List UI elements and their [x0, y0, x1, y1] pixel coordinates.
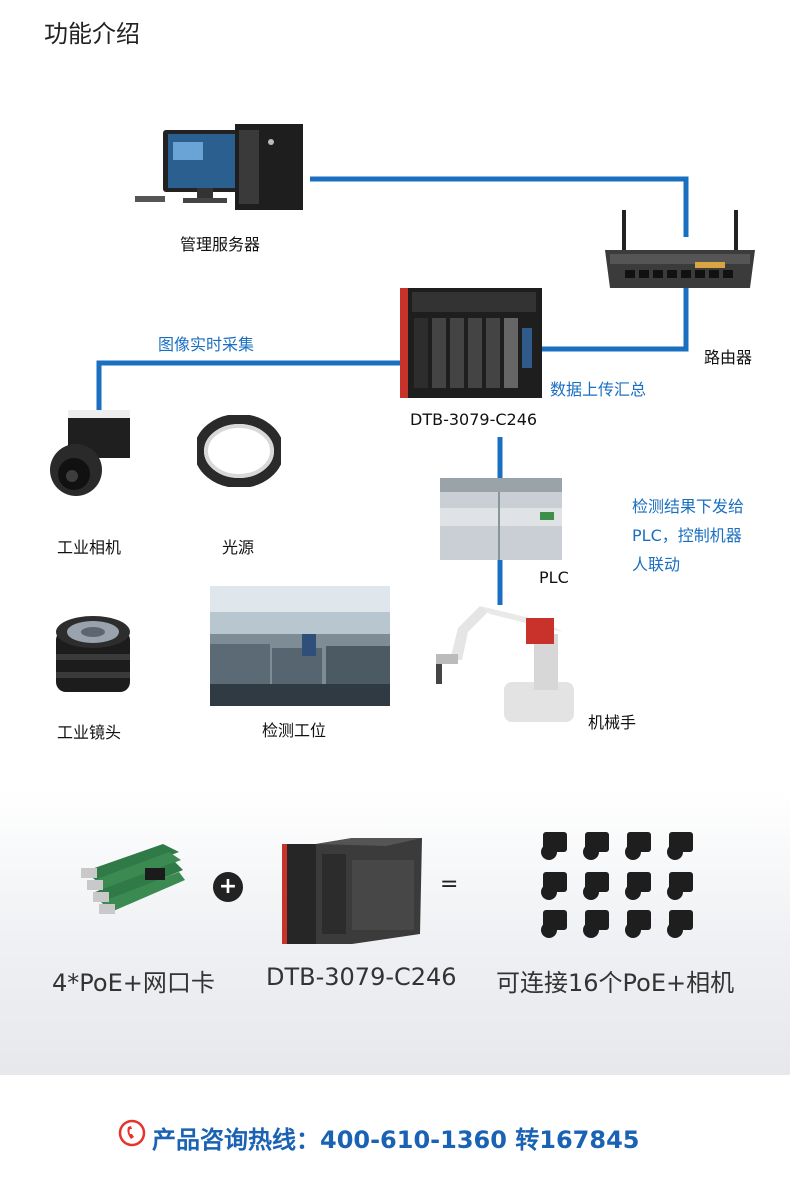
robot-label: 机械手 — [588, 713, 637, 732]
lens-label: 工业镜头 — [57, 723, 122, 742]
grid-camera-icon — [667, 832, 693, 860]
light-ring-icon — [194, 414, 284, 488]
upload-edge-label: 数据上传汇总 — [550, 380, 647, 399]
router-label: 路由器 — [704, 348, 753, 367]
station-label: 检测工位 — [262, 721, 327, 740]
grid-camera-icon — [541, 832, 567, 860]
camera-icon — [48, 408, 134, 500]
card-label: 4*PoE+网口卡 — [52, 969, 215, 997]
ipc-large-icon — [282, 838, 422, 948]
hotline-text[interactable]: 产品咨询热线：400-610-1360 转167845 — [152, 1126, 640, 1154]
grid-camera-icon — [541, 910, 567, 938]
robot-arm-icon — [428, 598, 578, 726]
camera-grid — [541, 832, 693, 938]
grid-camera-icon — [583, 832, 609, 860]
grid-camera-icon — [625, 832, 651, 860]
grid-camera-icon — [667, 910, 693, 938]
grid-camera-icon — [583, 910, 609, 938]
plc-icon — [440, 478, 562, 560]
router-ipc-line — [542, 288, 689, 352]
router-icon — [605, 210, 755, 290]
lens-icon — [52, 610, 134, 696]
page-title: 功能介绍 — [44, 20, 140, 48]
ipc-camera-line — [96, 360, 400, 425]
grid-camera-icon — [541, 872, 567, 900]
grid-camera-icon — [625, 872, 651, 900]
capture-edge-label: 图像实时采集 — [158, 335, 255, 354]
grid-camera-icon — [625, 910, 651, 938]
result-label: 可连接16个PoE+相机 — [496, 969, 735, 997]
ipc-label: DTB-3079-C246 — [410, 410, 538, 429]
server-icon — [135, 122, 305, 212]
server-router-line — [310, 176, 689, 237]
light-label: 光源 — [222, 538, 255, 557]
computer-label: DTB-3079-C246 — [266, 963, 457, 991]
grid-camera-icon — [583, 872, 609, 900]
poe-card-icon — [75, 838, 185, 928]
plc-note: 检测结果下发给 PLC，控制机器 人联动 — [632, 497, 745, 574]
plus-icon: + — [213, 872, 243, 902]
footer — [0, 1075, 790, 1180]
server-label: 管理服务器 — [180, 235, 261, 254]
camera-label: 工业相机 — [57, 538, 122, 557]
inspection-station-photo — [210, 586, 390, 706]
grid-camera-icon — [667, 872, 693, 900]
phone-icon — [118, 1119, 146, 1147]
plc-label: PLC — [539, 568, 569, 587]
equals-sign: = — [440, 872, 459, 897]
ipc-icon — [400, 288, 542, 398]
network-lines — [96, 176, 689, 605]
